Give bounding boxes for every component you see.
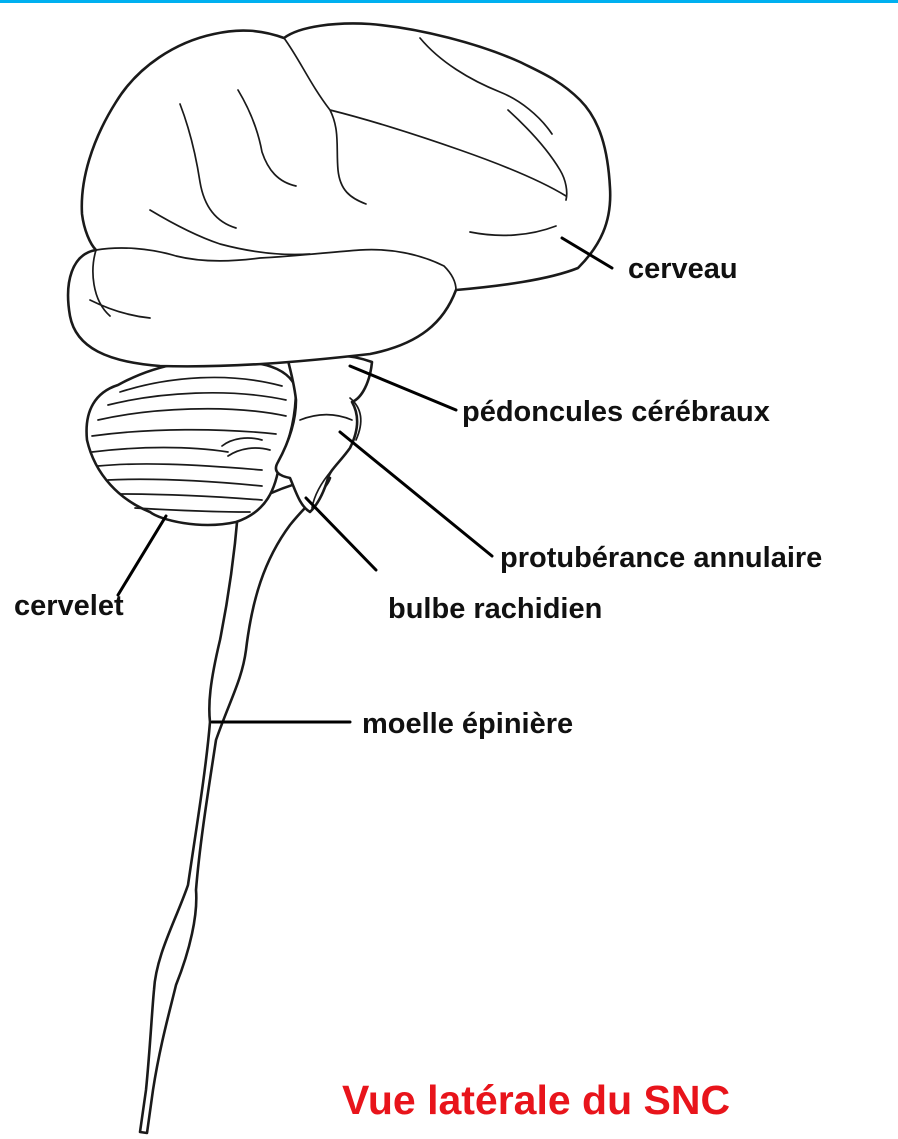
leader-protuberance [340,432,492,556]
label-pedoncules-cerebraux: pédoncules cérébraux [462,398,770,427]
leader-bulbe [306,498,376,570]
label-cerveau: cerveau [628,255,738,284]
cerebellum [87,361,296,525]
label-cervelet: cervelet [14,592,124,621]
cerebrum [68,24,610,367]
label-bulbe-rachidien: bulbe rachidien [388,595,602,624]
label-protuberance-annulaire: protubérance annulaire [500,544,822,573]
leader-cervelet [118,516,166,595]
figure-caption: Vue latérale du SNC [342,1080,730,1121]
label-moelle-epiniere: moelle épinière [362,710,573,739]
spinal-cord [140,478,330,1133]
